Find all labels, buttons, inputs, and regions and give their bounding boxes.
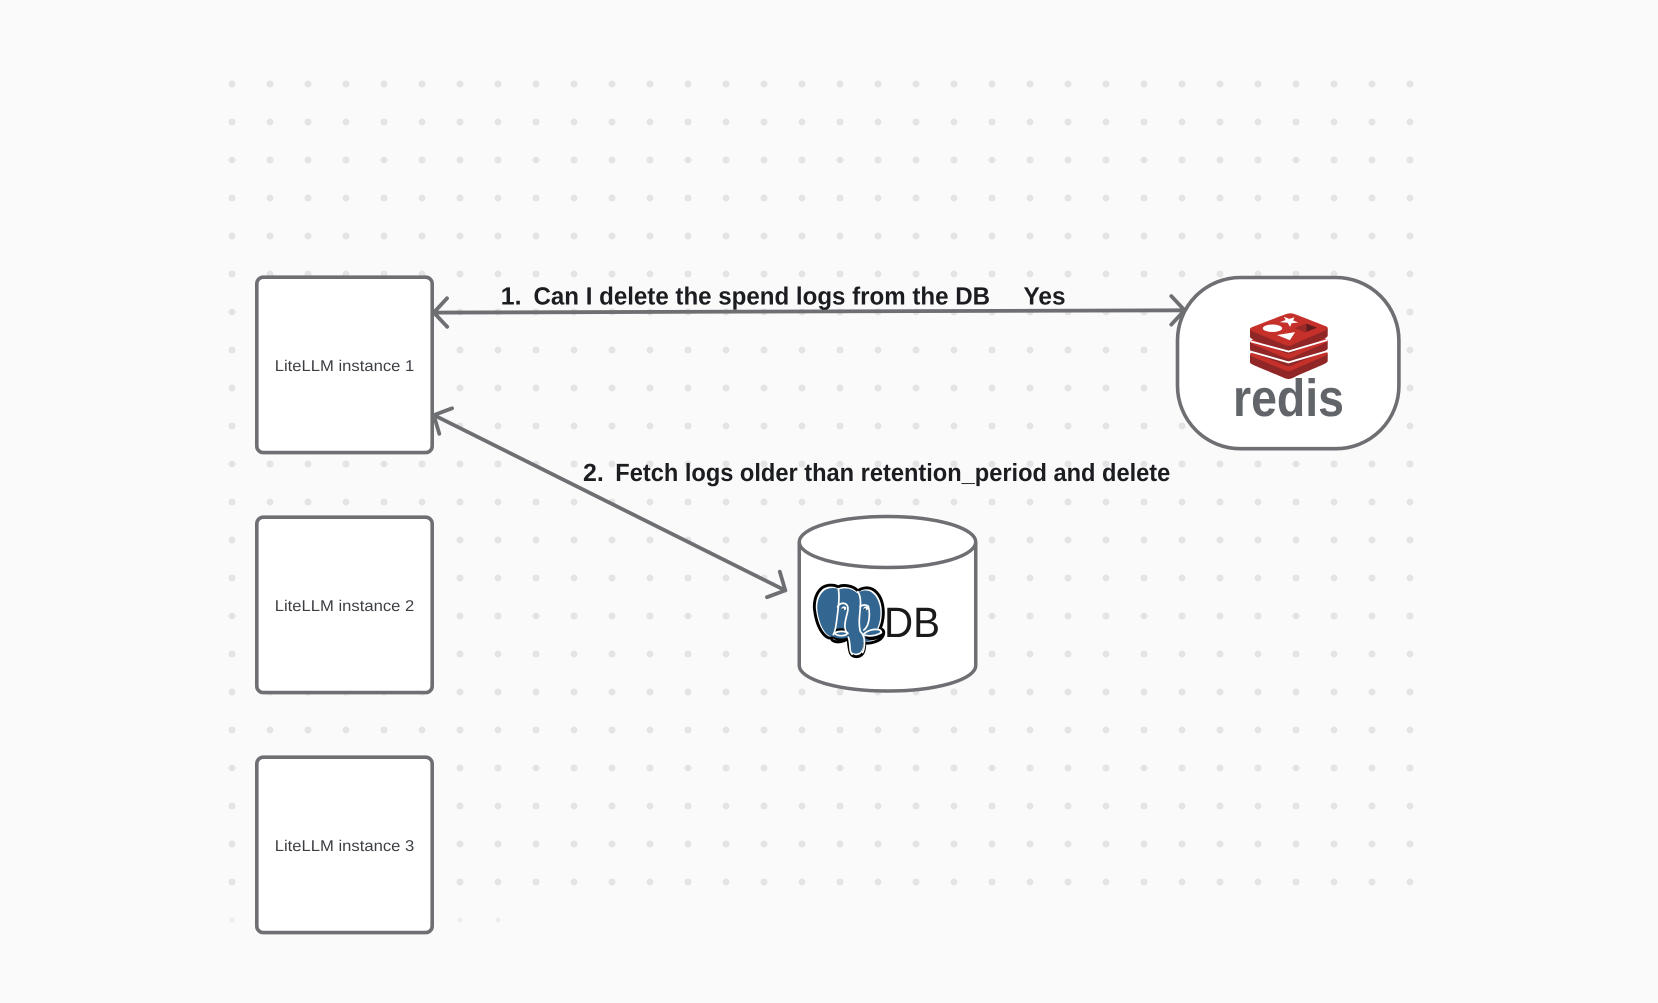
svg-text:2.: 2.	[583, 459, 604, 487]
svg-text:Yes: Yes	[1024, 282, 1066, 310]
svg-text:LiteLLM instance 1: LiteLLM instance 1	[275, 358, 415, 375]
svg-text:Fetch logs older than retentio: Fetch logs older than retention_period a…	[615, 459, 1170, 487]
svg-text:Can I delete the spend logs fr: Can I delete the spend logs from the DB	[534, 282, 991, 310]
svg-text:redis: redis	[1233, 369, 1344, 428]
svg-text:1.: 1.	[501, 282, 522, 310]
svg-text:LiteLLM instance 2: LiteLLM instance 2	[275, 598, 415, 615]
svg-text:DB: DB	[884, 600, 940, 647]
svg-text:LiteLLM instance 3: LiteLLM instance 3	[275, 838, 415, 855]
